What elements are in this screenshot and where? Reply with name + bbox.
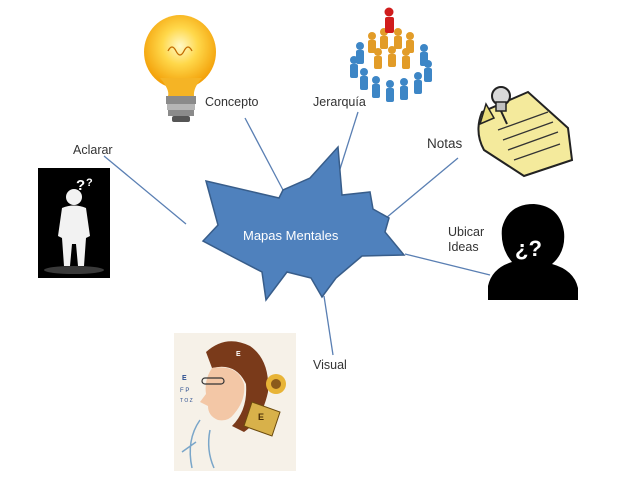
central-topic-label: Mapas Mentales	[243, 228, 339, 243]
svg-text:F P: F P	[180, 388, 189, 394]
connector-concepto	[244, 117, 284, 191]
svg-text:E: E	[182, 375, 187, 382]
branch-label-ubicar-ideas: Ubicar Ideas	[448, 225, 485, 254]
question-silhouette-icon: ¿?	[488, 204, 578, 300]
pinned-note-icon	[462, 80, 577, 180]
svg-text:T O Z: T O Z	[180, 398, 193, 404]
branch-label-visual: Visual	[313, 358, 347, 372]
people-hierarchy-icon	[350, 7, 432, 102]
connector-aclarar	[103, 155, 187, 225]
lightbulb-icon	[144, 15, 216, 122]
svg-text:?: ?	[86, 177, 93, 189]
svg-text:¿?: ¿?	[515, 236, 542, 261]
svg-text:E: E	[236, 351, 241, 358]
branch-label-notas: Notas	[427, 136, 463, 151]
svg-text:E: E	[258, 412, 264, 422]
connector-ubicar-ideas	[404, 253, 491, 276]
branch-label-jerarquia: Jerarquía	[313, 95, 366, 109]
connectors	[103, 111, 491, 356]
thinking-man-icon: ? ?	[38, 168, 110, 278]
branch-label-concepto: Concepto	[205, 95, 259, 109]
connector-notas	[385, 157, 459, 219]
woman-vision-icon: E F P T O Z E E	[174, 333, 296, 471]
central-star-shape	[201, 145, 406, 302]
svg-text:?: ?	[76, 177, 85, 194]
connector-visual	[323, 295, 334, 356]
branch-label-aclarar: Aclarar	[73, 143, 113, 157]
